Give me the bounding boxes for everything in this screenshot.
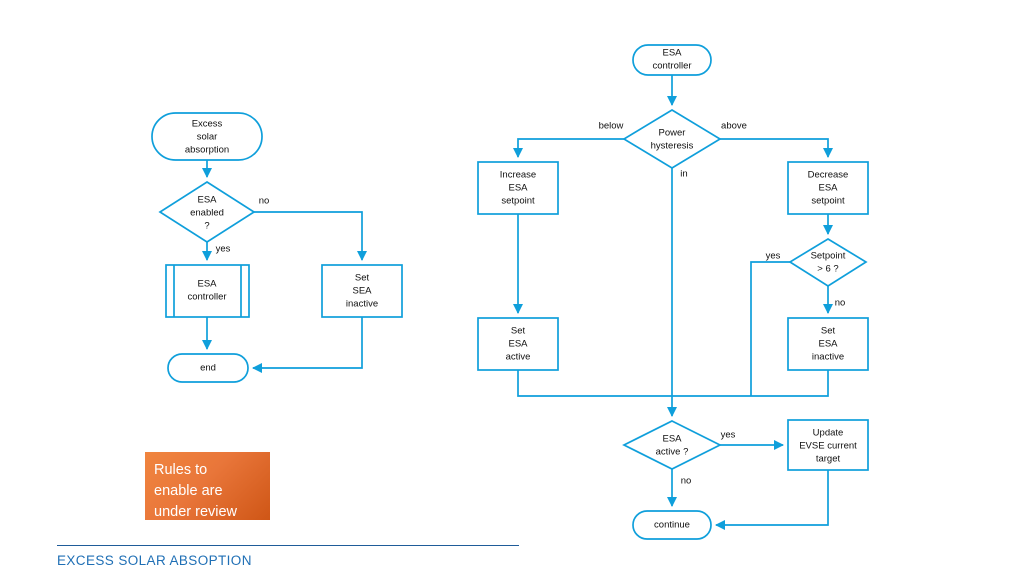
svg-text:EVSE current: EVSE current — [799, 441, 857, 452]
svg-text:> 6 ?: > 6 ? — [817, 264, 838, 275]
svg-text:ESA: ESA — [197, 195, 217, 206]
svg-text:Update: Update — [813, 428, 844, 439]
svg-text:Set: Set — [511, 326, 526, 337]
svg-text:ESA: ESA — [662, 48, 682, 59]
right-edge-label-below: below — [599, 121, 624, 132]
right-edge-label-setpoint-no: no — [835, 298, 846, 309]
right-edge-label-above: above — [721, 121, 747, 132]
left-end-text: end — [200, 363, 216, 374]
svg-text:Decrease: Decrease — [808, 170, 849, 181]
svg-text:ESA: ESA — [818, 339, 838, 350]
svg-text:inactive: inactive — [346, 299, 378, 310]
left-edge-decision-no — [254, 211, 368, 262]
right-node-set-esa-inactive[interactable] — [787, 317, 869, 371]
svg-text:Set: Set — [821, 326, 836, 337]
right-setpoint-gt6-text: Setpoint > 6 ? — [811, 251, 846, 275]
right-start-text: ESA controller — [652, 48, 691, 72]
right-edge-label-in: in — [680, 169, 687, 180]
svg-text:enabled: enabled — [190, 208, 224, 219]
left-node-end[interactable] — [167, 353, 249, 383]
left-node-esa-controller[interactable] — [165, 264, 250, 318]
right-node-power-hysteresis[interactable] — [622, 109, 722, 169]
left-edge-label-yes: yes — [216, 244, 231, 255]
svg-text:ESA: ESA — [818, 183, 838, 194]
right-node-setpoint-gt6[interactable] — [788, 238, 868, 288]
right-edge-evse-to-continue — [714, 470, 829, 531]
left-start-text: Excess solar absorption — [185, 119, 229, 156]
svg-text:ESA: ESA — [508, 339, 528, 350]
right-node-continue[interactable] — [632, 510, 712, 540]
svg-text:ESA: ESA — [508, 183, 528, 194]
svg-text:absorption: absorption — [185, 145, 229, 156]
left-node-set-sea-inactive[interactable] — [321, 264, 403, 318]
right-edge-label-active-no: no — [681, 476, 692, 487]
right-continue-text: continue — [654, 520, 690, 531]
svg-text:Increase: Increase — [500, 170, 536, 181]
svg-text:Excess: Excess — [192, 119, 223, 130]
left-controller-text: ESA controller — [187, 279, 226, 303]
svg-text:SEA: SEA — [352, 286, 372, 297]
svg-text:target: target — [816, 454, 841, 465]
svg-text:active: active — [506, 352, 531, 363]
svg-text:ESA: ESA — [662, 434, 682, 445]
svg-text:?: ? — [204, 221, 209, 232]
right-hysteresis-text: Power hysteresis — [651, 128, 694, 152]
svg-text:setpoint: setpoint — [501, 196, 535, 207]
right-edge-merge-bar — [517, 370, 829, 397]
svg-text:active ?: active ? — [656, 447, 689, 458]
right-node-esa-active[interactable] — [622, 420, 722, 470]
right-edge-label-setpoint-yes: yes — [766, 251, 781, 262]
footer-divider — [57, 545, 519, 546]
right-esa-active-text: ESA active ? — [656, 434, 689, 458]
svg-text:inactive: inactive — [812, 352, 844, 363]
svg-text:controller: controller — [652, 61, 691, 72]
left-decision-enabled-text: ESA enabled? — [190, 195, 224, 232]
callout-box: Rules to enable are under review — [145, 452, 270, 520]
left-edge-inactive-to-end — [251, 317, 363, 374]
right-edge-label-active-yes: yes — [721, 430, 736, 441]
right-edge-below — [512, 138, 624, 159]
left-edge-label-no: no — [259, 196, 270, 207]
right-node-increase-setpoint[interactable] — [477, 161, 559, 215]
svg-text:controller: controller — [187, 292, 226, 303]
right-edge-above — [720, 138, 834, 159]
right-edge-setpoint-yes — [750, 261, 790, 396]
footer-title: EXCESS SOLAR ABSOPTION — [57, 553, 252, 568]
right-node-decrease-setpoint[interactable] — [787, 161, 869, 215]
svg-text:ESA: ESA — [197, 279, 217, 290]
svg-text:solar: solar — [197, 132, 218, 143]
svg-text:Set: Set — [355, 273, 370, 284]
svg-text:Power: Power — [659, 128, 686, 139]
svg-text:Setpoint: Setpoint — [811, 251, 846, 262]
svg-text:setpoint: setpoint — [811, 196, 845, 207]
svg-text:hysteresis: hysteresis — [651, 141, 694, 152]
